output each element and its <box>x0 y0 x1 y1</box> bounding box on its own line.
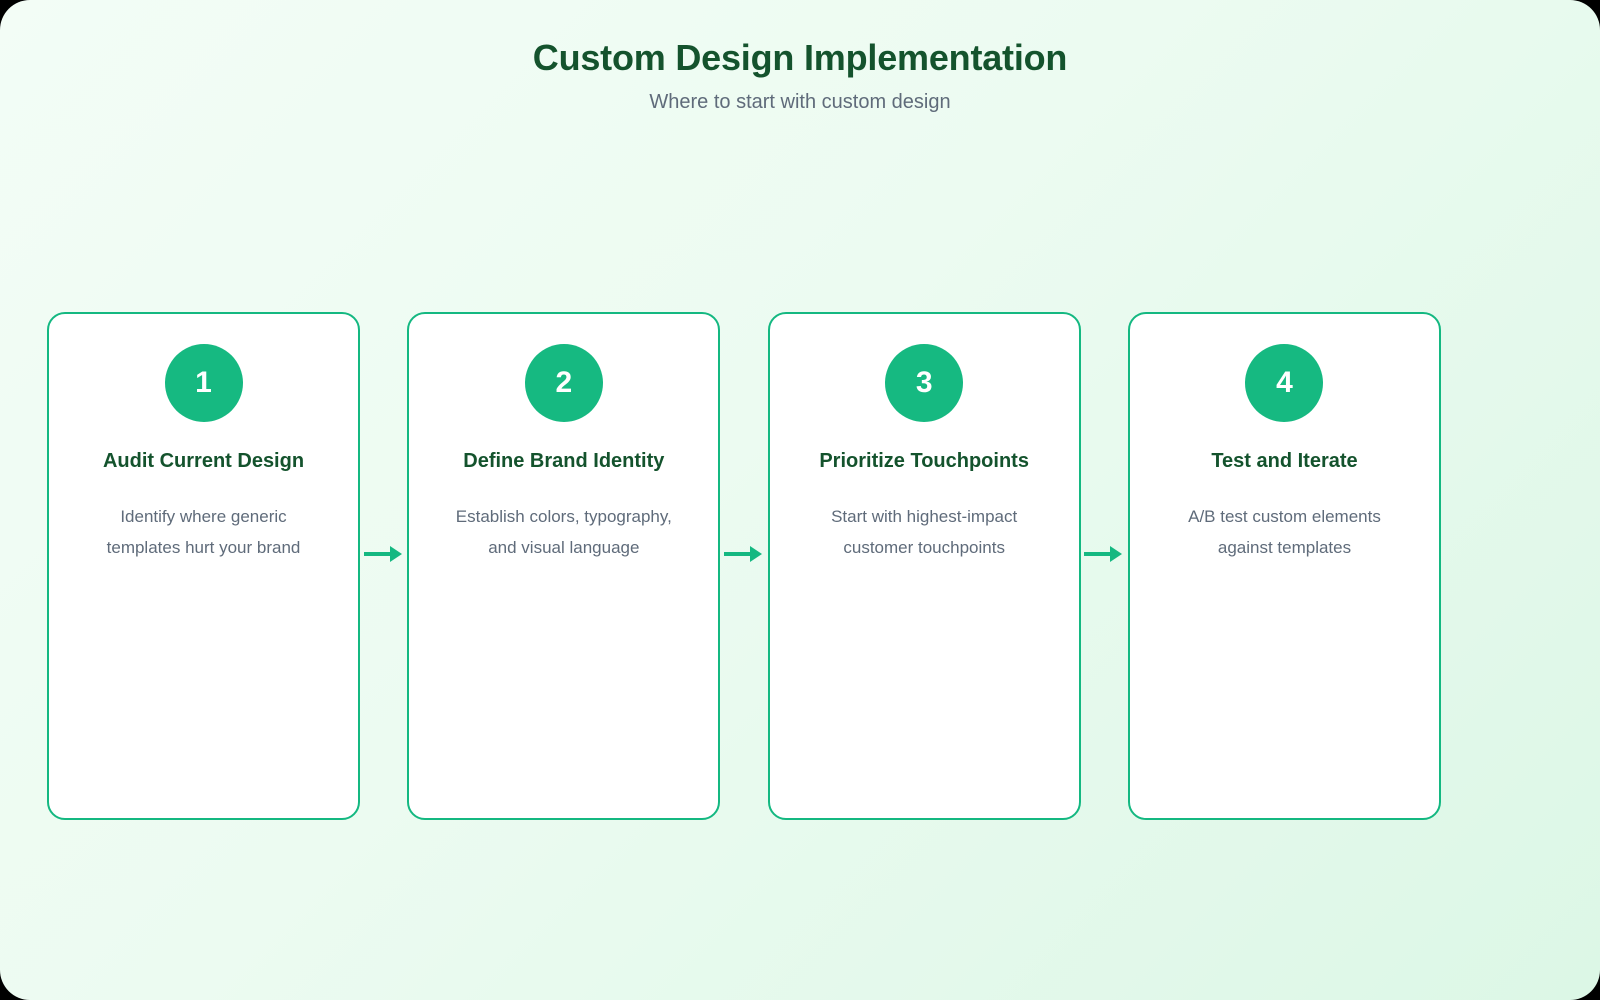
process-flow: 1 Audit Current Design Identify where ge… <box>47 312 1441 820</box>
step-title-3: Prioritize Touchpoints <box>819 450 1029 472</box>
step-card-4[interactable]: 4 Test and Iterate A/B test custom eleme… <box>1127 312 1441 820</box>
step-description-1: Identify where generic templates hurt yo… <box>106 507 301 557</box>
connector-3-to-4 <box>1081 312 1128 820</box>
connector-2-to-3 <box>720 312 767 820</box>
step-card-3[interactable]: 3 Prioritize Touchpoints Start with high… <box>767 312 1081 820</box>
arrow-right-icon <box>723 546 762 562</box>
step-title-4: Test and Iterate <box>1211 450 1358 472</box>
arrow-right-icon <box>1084 546 1123 562</box>
step-card-2[interactable]: 2 Define Brand Identity Establish colors… <box>407 312 721 820</box>
step-description-3: Start with highest-impact customer touch… <box>831 507 1018 557</box>
page-title: Custom Design Implementation <box>532 37 1068 78</box>
step-title-1: Audit Current Design <box>102 450 305 472</box>
page-subtitle: Where to start with custom design <box>649 91 951 113</box>
step-title-2: Define Brand Identity <box>463 450 665 472</box>
arrow-right-icon <box>363 546 402 562</box>
step-card-1[interactable]: 1 Audit Current Design Identify where ge… <box>47 312 360 820</box>
step-number-badge-2: 2 <box>524 344 603 422</box>
connector-1-to-2 <box>360 312 407 820</box>
step-description-2: Establish colors, typography, and visual… <box>455 507 672 557</box>
header: Custom Design Implementation Where to st… <box>0 36 1600 116</box>
step-description-4: A/B test custom elements against templat… <box>1188 507 1381 557</box>
step-number-badge-1: 1 <box>164 344 243 422</box>
step-number-badge-4: 4 <box>1245 344 1324 422</box>
step-number-badge-3: 3 <box>885 344 964 422</box>
